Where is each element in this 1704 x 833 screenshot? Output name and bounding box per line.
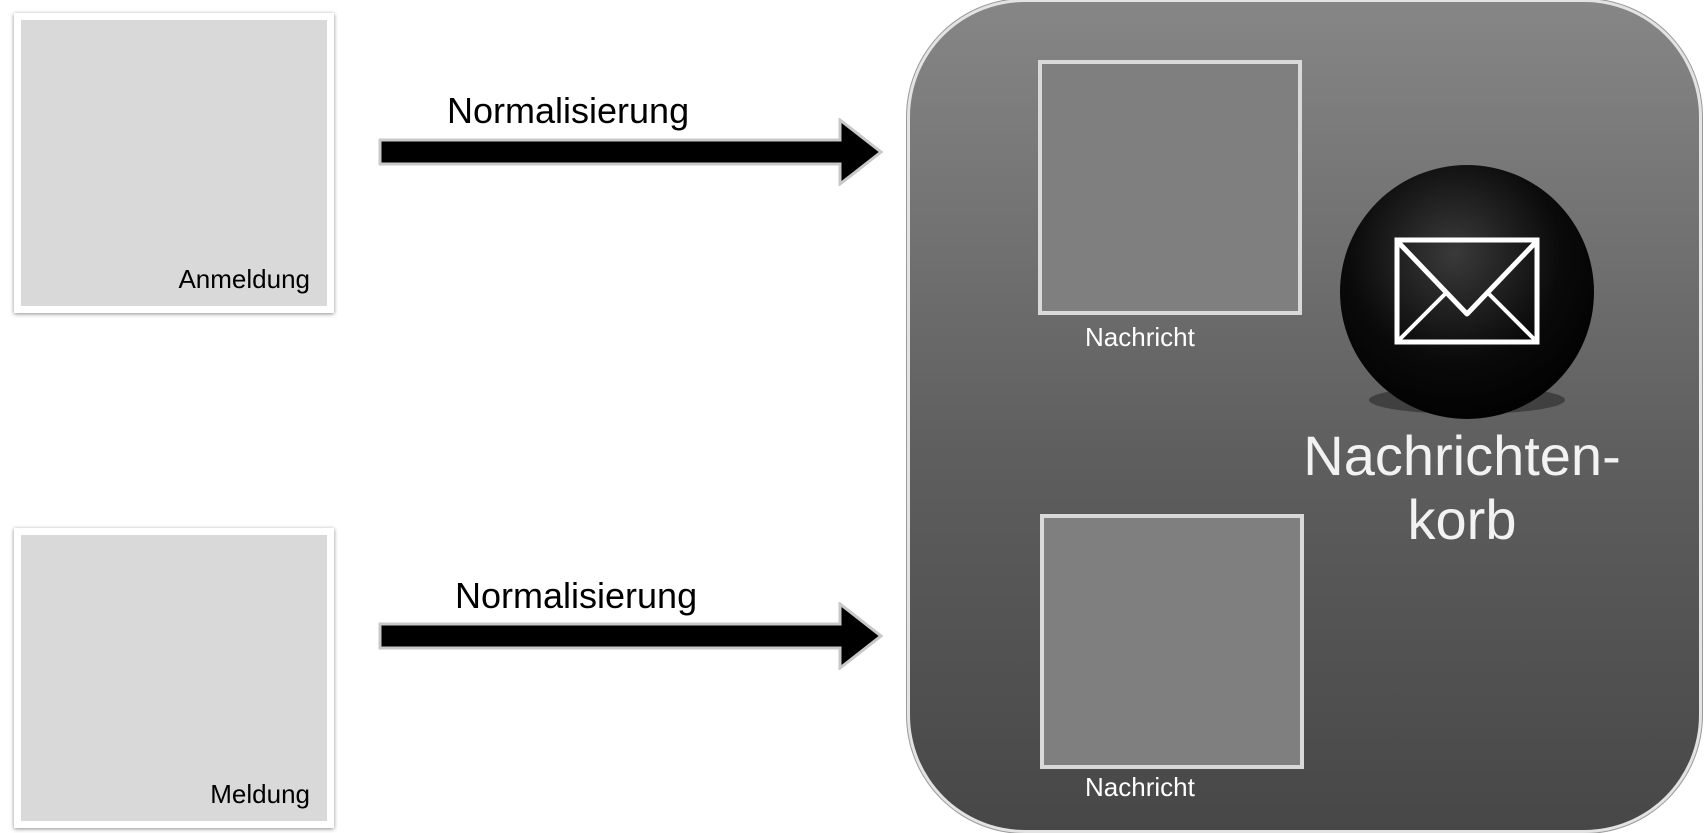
arrow-label-normalisierung-2: Normalisierung xyxy=(455,575,698,616)
message-basket: Nachricht Nachricht Nachrichten- korb xyxy=(910,2,1699,830)
arrow-label-normalisierung-1: Normalisierung xyxy=(447,90,690,131)
source-label-anmeldung: Anmeldung xyxy=(178,264,310,294)
message-label-2: Nachricht xyxy=(1085,772,1195,802)
arrow-normalisierung-2 xyxy=(378,602,883,670)
message-box-1 xyxy=(1038,60,1302,315)
envelope-icon xyxy=(1340,165,1594,419)
basket-title-line-2: korb xyxy=(1407,488,1517,551)
message-box-2 xyxy=(1040,514,1304,769)
source-label-meldung: Meldung xyxy=(210,779,310,809)
message-label-1: Nachricht xyxy=(1085,322,1195,352)
basket-title-line-1: Nachrichten- xyxy=(1303,424,1621,487)
source-box-meldung: Meldung xyxy=(14,528,334,828)
source-box-anmeldung: Anmeldung xyxy=(14,13,334,313)
basket-title: Nachrichten- korb xyxy=(1282,424,1642,552)
arrow-normalisierung-1 xyxy=(378,118,883,186)
